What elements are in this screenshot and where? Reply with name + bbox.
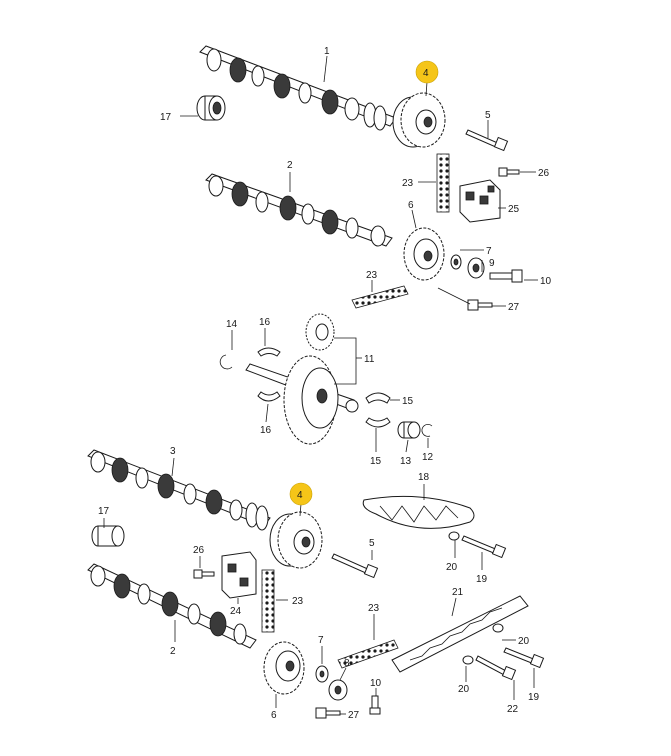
bearing-shell-16-lower xyxy=(257,391,281,402)
camshaft-2-upper xyxy=(205,173,393,247)
callout-5-top: 5 xyxy=(485,110,491,121)
callout-20-c: 20 xyxy=(458,684,470,695)
camshaft-3 xyxy=(87,449,271,531)
guide-rail-21 xyxy=(391,595,529,673)
callout-3: 3 xyxy=(170,446,176,457)
callout-24: 24 xyxy=(230,606,242,617)
chain-23-upper-right xyxy=(436,153,450,213)
callout-5-lower: 5 xyxy=(369,538,375,549)
bolt-10-lower xyxy=(369,695,381,715)
camshaft-2-lower xyxy=(87,563,257,649)
bolt-10-upper xyxy=(489,269,523,283)
guide-rail-18 xyxy=(362,495,475,529)
callout-27-lower: 27 xyxy=(348,710,360,721)
callout-10-upper: 10 xyxy=(540,276,552,287)
nut-9 xyxy=(467,257,485,279)
callout-9: 9 xyxy=(489,258,495,269)
callout-26-lower: 26 xyxy=(193,545,205,556)
callout-12: 12 xyxy=(422,452,434,463)
callout-23-lower-diagonal: 23 xyxy=(368,603,380,614)
callout-27-upper: 27 xyxy=(508,302,520,313)
callout-14: 14 xyxy=(226,319,238,330)
callout-2-lower: 2 xyxy=(170,646,176,657)
bolt-19-upper xyxy=(461,535,507,559)
washer-7-lower xyxy=(315,665,329,683)
bolt-22 xyxy=(475,655,517,681)
chain-23-lower-diagonal xyxy=(337,639,399,669)
sprocket-6-lower xyxy=(263,641,305,695)
callout-7-upper: 7 xyxy=(486,246,492,257)
callout-17-lower: 17 xyxy=(98,506,110,517)
callout-11: 11 xyxy=(364,354,375,365)
callout-23-lower-vertical: 23 xyxy=(292,596,304,607)
bearing-shell-15-upper xyxy=(365,392,391,404)
callout-10-lower: 10 xyxy=(370,678,382,689)
bolt-5-lower xyxy=(331,553,379,579)
callout-15-upper: 15 xyxy=(402,396,414,407)
sprocket-6-upper xyxy=(403,227,445,281)
bolt-19-lower xyxy=(503,647,545,669)
sprocket-4-lower xyxy=(269,511,323,569)
callout-2-upper: 2 xyxy=(287,160,293,171)
callout-8: 8 xyxy=(344,658,350,669)
washer-20-b xyxy=(492,623,504,633)
tensioner-25 xyxy=(459,179,501,223)
circlip-14 xyxy=(219,354,233,370)
bushing-13 xyxy=(397,421,421,439)
bearing-shell-15-lower xyxy=(365,417,391,428)
highlight-badge-4-top xyxy=(415,60,439,84)
camshaft-1 xyxy=(199,45,397,131)
callout-15-lower: 15 xyxy=(370,456,382,467)
washer-20-c xyxy=(462,655,474,665)
washer-7-upper xyxy=(450,254,462,270)
callout-20-b: 20 xyxy=(518,636,530,647)
nut-8 xyxy=(328,679,348,701)
callout-16-upper: 16 xyxy=(259,317,271,328)
callout-labels: 1 4 17 5 26 23 25 2 6 7 9 10 27 23 14 16… xyxy=(98,46,552,721)
bushing-17-lower xyxy=(91,525,125,547)
bearing-shell-16-upper xyxy=(257,347,281,357)
callout-18: 18 xyxy=(418,472,430,483)
leader-lines xyxy=(103,55,538,715)
callout-20-a: 20 xyxy=(446,562,458,573)
callout-6-upper: 6 xyxy=(408,200,414,211)
bolt-27-lower xyxy=(315,707,341,719)
bushing-17-top xyxy=(196,95,226,121)
tensioner-24 xyxy=(221,551,257,599)
bolt-26-lower xyxy=(193,569,215,579)
callout-1: 1 xyxy=(324,46,330,57)
callout-19-lower: 19 xyxy=(528,692,540,703)
highlight-badge-4-lower xyxy=(289,482,313,506)
callout-4-top: 4 xyxy=(423,68,429,79)
intermediate-shaft-11 xyxy=(245,313,359,445)
callout-22: 22 xyxy=(507,704,519,715)
sprocket-4-top xyxy=(392,92,446,148)
callout-17-top: 17 xyxy=(160,112,172,123)
callout-25: 25 xyxy=(508,204,520,215)
bolt-5-top xyxy=(465,129,509,152)
callout-21: 21 xyxy=(452,587,464,598)
bolt-26-top xyxy=(498,167,520,177)
callout-7-lower: 7 xyxy=(318,635,324,646)
callout-23-middle: 23 xyxy=(366,270,378,281)
clip-12 xyxy=(421,424,433,437)
callout-23-top: 23 xyxy=(402,178,414,189)
callout-16-lower: 16 xyxy=(260,425,272,436)
callout-19-upper: 19 xyxy=(476,574,488,585)
callout-4-lower: 4 xyxy=(297,490,303,501)
callout-26-top: 26 xyxy=(538,168,550,179)
washer-20-a xyxy=(448,531,460,541)
chain-23-lower-vertical xyxy=(261,569,275,633)
callout-13: 13 xyxy=(400,456,412,467)
callout-6-lower: 6 xyxy=(271,710,277,721)
bolt-27-upper xyxy=(467,299,493,311)
chain-23-middle xyxy=(351,285,409,309)
